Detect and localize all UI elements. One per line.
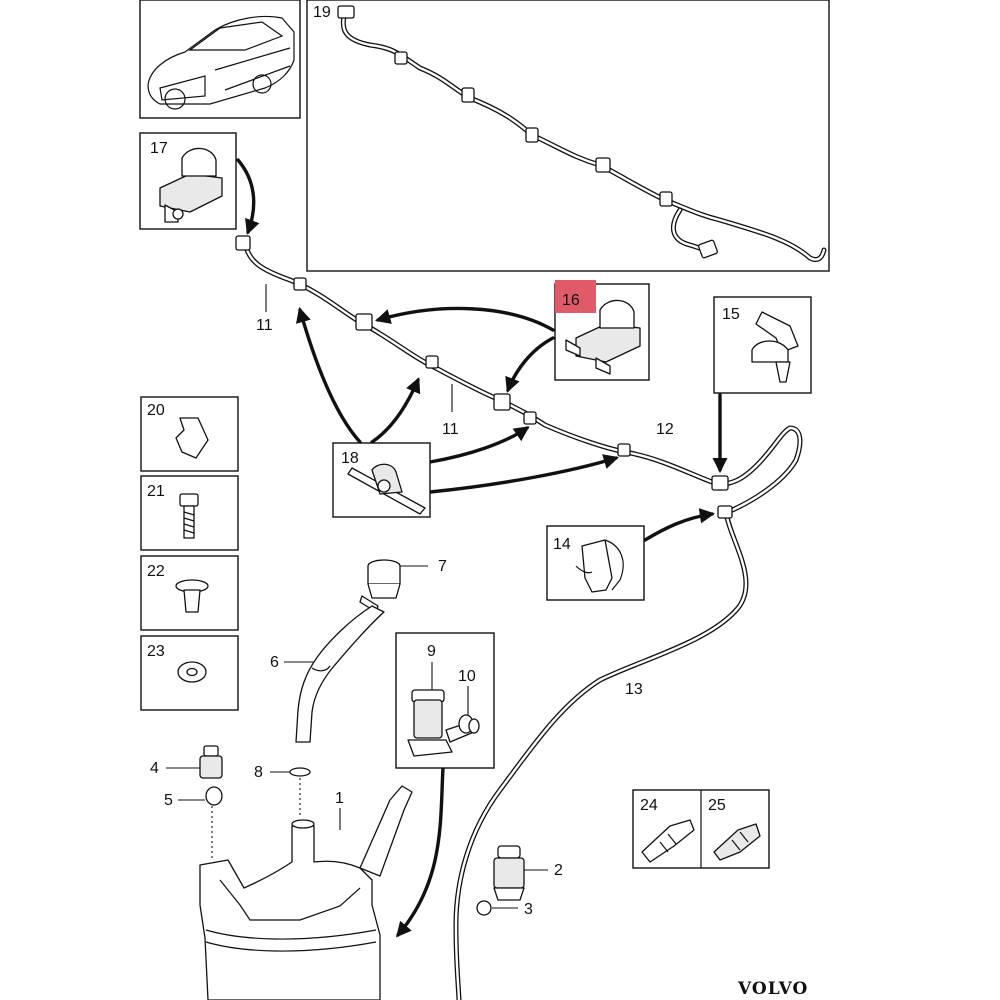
part-5-grommet: 5 [164,786,223,809]
part-16-highlight [555,280,596,313]
part-3-grommet: 3 [476,900,533,918]
part-11-12-hose [235,235,803,515]
callout-11-left: 11 [256,317,273,334]
callout-1: 1 [335,790,344,807]
part-4-sensor: 4 [150,745,223,779]
callout-8: 8 [254,764,263,781]
part-19-hose-assembly-frame: 19 [306,0,830,272]
callout-2: 2 [554,862,563,879]
callout-10: 10 [458,668,476,685]
callout-17: 17 [150,140,168,157]
part-17-box: 17 [139,132,237,230]
callout-6: 6 [270,654,279,671]
vehicle-thumbnail [139,0,301,119]
part-14-box: 14 [546,525,645,601]
callout-25: 25 [708,797,726,814]
part-14-clip-icon [575,539,624,593]
part-13-hose [453,505,749,1000]
part-17-nozzle-icon [159,147,223,223]
part-9-10-box: 9 10 [395,632,495,769]
callout-13: 13 [625,681,643,698]
part-22-rivet-icon [175,579,209,613]
part-10-grommet-icon [458,714,480,734]
callout-18: 18 [341,450,359,467]
part-21-bolt-icon [179,493,199,539]
callout-4: 4 [150,760,159,777]
brand-name: VOLVO [737,979,808,999]
callout-12: 12 [656,421,674,438]
part-25-connector-icon [713,823,761,861]
part-24-connector-icon [641,819,695,863]
part-15-box: 15 [713,296,812,394]
part-24-25-box: 24 25 [632,789,770,869]
callout-19: 19 [313,4,331,21]
part-9-washer-pump-icon [407,689,475,757]
callout-15: 15 [722,306,740,323]
part-2-washer-pump: 2 [493,845,563,901]
callout-14: 14 [553,536,571,553]
callout-11-center: 11 [442,421,459,438]
part-22-box: 22 [140,555,239,631]
callout-20: 20 [147,402,165,419]
part-6-filler-hose: 6 [270,605,385,743]
callout-3: 3 [524,901,533,918]
callout-23: 23 [147,643,165,660]
part-20-clip-icon [175,417,209,459]
callout-21: 21 [147,483,165,500]
callout-22: 22 [147,563,165,580]
part-1-washer-reservoir: 1 [199,785,413,1000]
part-20-box: 20 [140,396,239,472]
part-16-box: 16 [554,280,650,381]
callout-24: 24 [640,797,658,814]
callout-9: 9 [427,643,436,660]
part-18-hose-clip-icon [347,463,426,515]
part-21-box: 21 [140,475,239,551]
part-23-washer-icon [177,661,207,683]
callout-7: 7 [438,558,447,575]
part-23-box: 23 [140,635,239,711]
part-18-box: 18 [332,442,431,518]
callout-16: 16 [562,292,580,309]
part-16-nozzle-icon [565,299,641,375]
part-8-o-ring: 8 [254,764,311,781]
diagram-arrows [236,158,728,938]
part-15-clip-icon [751,311,799,383]
volvo-logo: VOLVO [737,979,808,999]
part-7-filler-neck: 7 [359,558,447,613]
callout-5: 5 [164,792,173,809]
